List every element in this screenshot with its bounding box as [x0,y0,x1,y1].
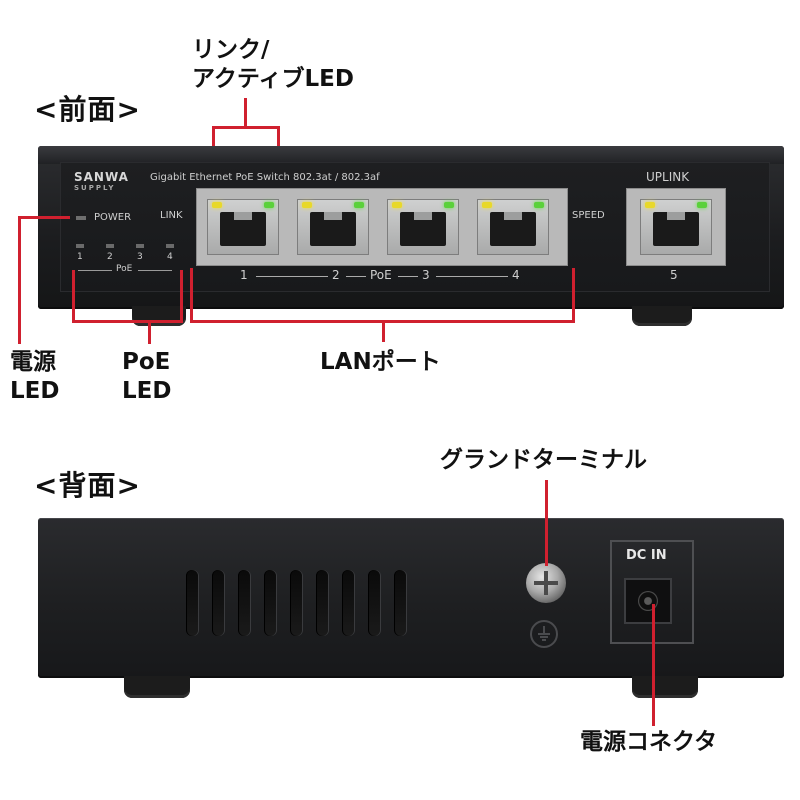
port-number: 2 [332,268,340,282]
uplink-port-frame [626,188,726,266]
poe-port-caption: PoE [370,268,392,282]
callout-line [180,270,183,322]
speed-led [534,202,544,208]
vent-slot [342,570,354,636]
dc-jack-pin [638,591,658,611]
speed-led [264,202,274,208]
speed-label: SPEED [572,210,605,221]
callout-link-active-led: リンク/ アクティブLED [192,36,354,94]
model-text: Gigabit Ethernet PoE Switch 802.3at / 80… [150,172,380,183]
link-led [482,202,492,208]
callout-line [190,268,193,322]
callout-line [545,480,548,566]
link-label: LINK [160,210,183,221]
vent-slot [316,570,328,636]
rj45-socket [490,212,536,246]
power-label: POWER [94,212,132,223]
poe-led-caption: PoE [116,264,133,274]
vent-slot [212,570,224,636]
vent-slot [394,570,406,636]
port-number: 3 [422,268,430,282]
callout-link-active-led-line2: アクティブLED [192,66,354,92]
speed-led [354,202,364,208]
poe-led [76,244,84,248]
front-heading: <前面> [34,93,141,126]
callout-line [72,270,75,322]
poe-led-number: 3 [137,252,143,262]
lan-port [297,199,369,255]
vent-slot [264,570,276,636]
uplink-port [640,199,712,255]
callout-power-led-line2: LED [10,378,60,404]
callout-poe-led: PoE LED [122,348,171,406]
callout-power-connector: 電源コネクタ [580,729,718,755]
callout-line [148,320,151,344]
brand-bottom: SUPPLY [74,184,116,192]
switch-front-lip [38,146,784,164]
poe-led-number: 4 [167,252,173,262]
poe-led [166,244,174,248]
rj45-socket [220,212,266,246]
back-heading: <背面> [34,469,141,502]
link-led [645,202,655,208]
vent-slot [186,570,198,636]
callout-line [18,216,21,344]
callout-power-led-line1: 電源 [10,349,56,375]
divider [398,276,418,277]
poe-led-number: 1 [77,252,83,262]
callout-line [382,320,385,342]
rj45-socket [653,212,699,246]
lan-port-group [196,188,568,266]
link-led [212,202,222,208]
brand-logo: SANWA SUPPLY [74,170,129,200]
callout-link-active-led-line1: リンク/ [192,37,270,63]
poe-led-group: 1 2 3 4 PoE [72,244,182,284]
link-led [392,202,402,208]
ground-symbol-icon [530,620,558,648]
poe-led [106,244,114,248]
lan-port [477,199,549,255]
rubber-foot [632,676,698,698]
vent-slot [238,570,250,636]
rubber-foot [124,676,190,698]
lan-port [207,199,279,255]
callout-line [244,98,247,128]
uplink-port-number: 5 [670,268,678,282]
callout-ground-terminal: グランドターミナル [440,447,647,473]
callout-lan-ports: LANポート [320,349,441,375]
callout-poe-led-line1: PoE [122,349,171,375]
divider [138,270,172,271]
divider [78,270,112,271]
poe-led [136,244,144,248]
callout-power-led: 電源 LED [10,348,59,406]
callout-line [18,216,70,219]
divider [346,276,366,277]
link-led [302,202,312,208]
callout-line [72,320,183,323]
ground-screw [526,563,566,603]
poe-led-number: 2 [107,252,113,262]
port-number: 1 [240,268,248,282]
callout-poe-led-line2: LED [122,378,172,404]
speed-led [444,202,454,208]
vent-slot [368,570,380,636]
rubber-foot [132,306,186,326]
vent-slot [290,570,302,636]
callout-line [652,604,655,726]
rj45-socket [400,212,446,246]
power-led [76,216,86,220]
callout-line [572,268,575,322]
uplink-label: UPLINK [646,170,690,184]
brand-top: SANWA [74,170,129,184]
rj45-socket [310,212,356,246]
lan-port [387,199,459,255]
divider [436,276,508,277]
rubber-foot [632,306,692,326]
dc-in-label: DC IN [626,548,667,563]
port-number: 4 [512,268,520,282]
divider [256,276,328,277]
speed-led [697,202,707,208]
